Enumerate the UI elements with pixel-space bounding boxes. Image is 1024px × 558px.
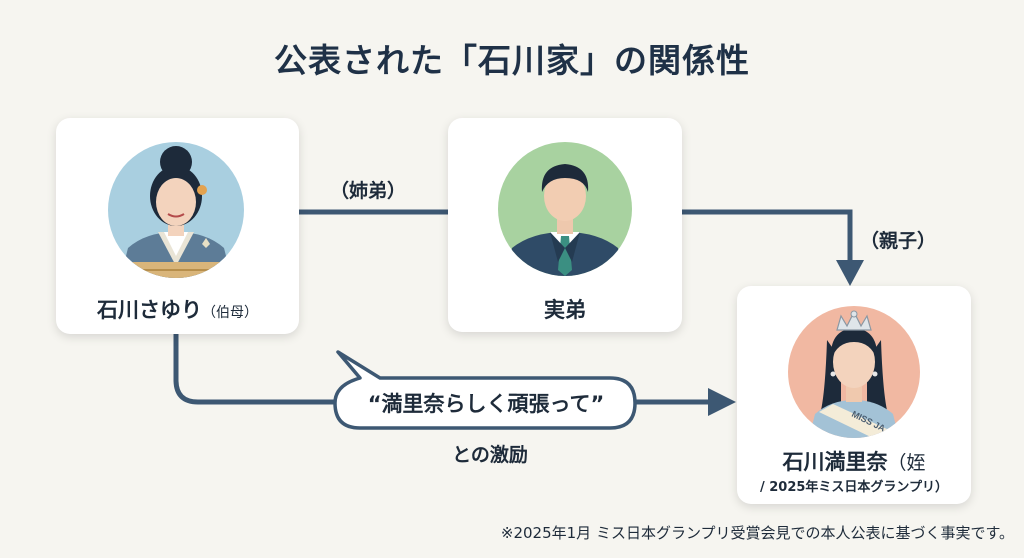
speech-bubble [333, 350, 637, 430]
niece-avatar: MISS JA [788, 306, 920, 438]
niece-label: 石川満里奈（姪 [737, 446, 971, 476]
parent-child-relation-label: （親子） [860, 230, 937, 252]
aunt-role: （伯母） [202, 305, 258, 321]
aunt-avatar [108, 142, 244, 278]
encouragement-quote: “満里奈らしく頑張って” [367, 392, 605, 416]
aunt-name: 石川さゆり [97, 298, 202, 322]
page-title: 公表された「石川家」の関係性 [274, 41, 750, 80]
encouragement-caption: との激励 [452, 444, 528, 466]
aunt-card: 石川さゆり（伯母） [56, 118, 299, 334]
brother-card: 実弟 [448, 118, 682, 332]
niece-subtitle: / 2025年ミス日本グランプリ） [759, 480, 949, 495]
niece-role: （姪 [887, 452, 926, 474]
parent-child-arrowhead [836, 260, 864, 286]
niece-card: MISS JA 石川満里奈（姪 / 2025年ミス日本グランプリ） [737, 286, 971, 504]
parent-child-connector [682, 209, 853, 262]
niece-name: 石川満里奈 [782, 450, 888, 474]
brother-avatar [498, 142, 632, 276]
footnote: ※2025年1月 ミス日本グランプリ受賞会見での本人公表に基づく事実です。 [500, 524, 1014, 542]
encouragement-arrowhead [708, 388, 736, 416]
brother-label: 実弟 [544, 298, 586, 322]
aunt-label: 石川さゆり（伯母） [56, 294, 299, 324]
sibling-relation-label: （姉弟） [330, 180, 407, 202]
encouragement-connector [173, 334, 712, 405]
